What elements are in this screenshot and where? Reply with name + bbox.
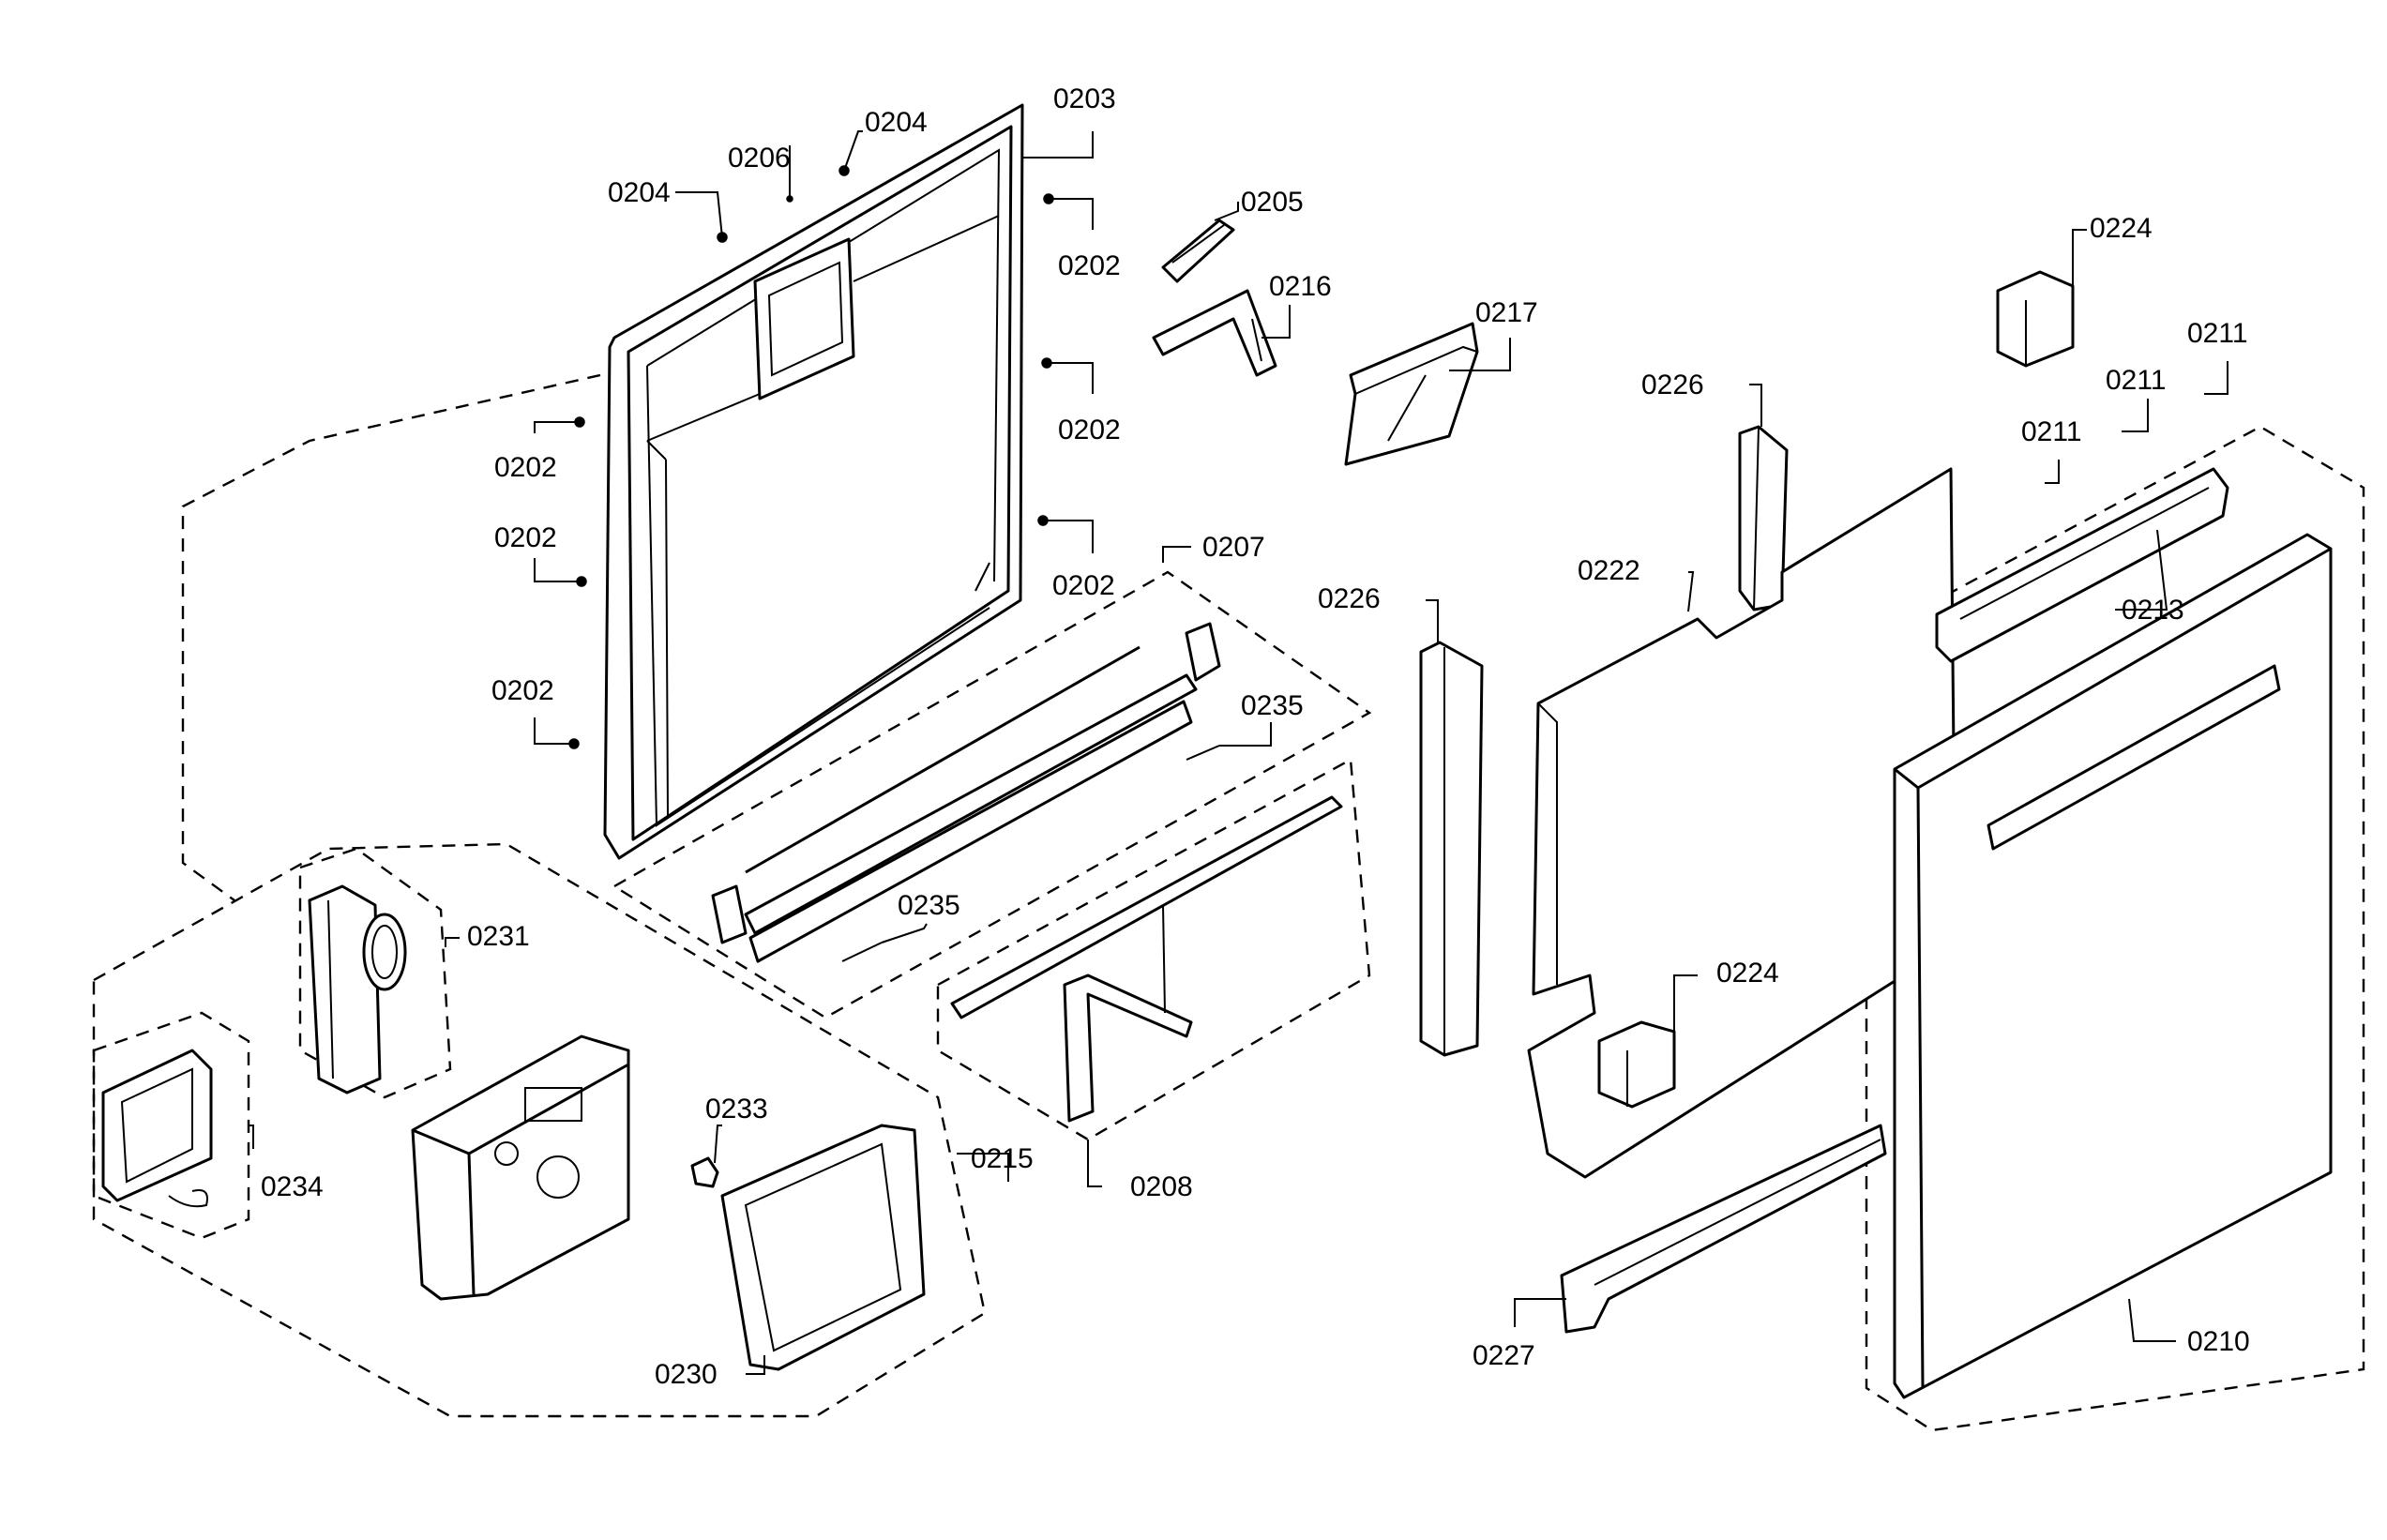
label-0217: 0217 — [1475, 297, 1538, 328]
post-0226-bottom — [1419, 641, 1484, 1057]
dashed-outline-0234 — [92, 1011, 250, 1240]
label-0224: 0224 — [1716, 958, 1779, 989]
part-0222-panel — [1527, 467, 1957, 1179]
label-0205: 0205 — [1241, 187, 1304, 218]
label-0234: 0234 — [261, 1171, 324, 1202]
part-0208-bracket — [1063, 974, 1193, 1123]
dashed-outline-0210 — [1865, 425, 2365, 1432]
leader-lines — [249, 130, 2228, 1375]
dashed-outline-inner-door — [181, 373, 601, 901]
part-labels: 0203 0204 0206 0204 0205 0216 0217 0224 … — [261, 83, 2250, 1390]
hinge-parts — [1152, 219, 1277, 377]
label-0202: 0202 — [1052, 570, 1115, 601]
block-0224-top — [1996, 270, 2075, 368]
label-0213: 0213 — [2122, 595, 2184, 626]
label-0202: 0202 — [494, 452, 557, 483]
label-0227: 0227 — [1473, 1340, 1535, 1371]
label-0202: 0202 — [494, 522, 557, 553]
label-0211: 0211 — [2106, 365, 2167, 396]
inner-liner-window — [753, 237, 855, 400]
label-0202: 0202 — [491, 675, 554, 706]
label-0207: 0207 — [1202, 532, 1265, 563]
label-0202: 0202 — [1058, 415, 1121, 445]
label-0203: 0203 — [1053, 83, 1116, 114]
dashed-outline-0215 — [92, 842, 987, 1418]
label-0235: 0235 — [1241, 690, 1304, 721]
part-0208 — [950, 795, 1343, 1123]
dashed-group-outlines — [92, 373, 2365, 1432]
inner-liner-rim — [627, 125, 1013, 841]
part-0226-posts — [1419, 425, 1789, 1057]
label-0202: 0202 — [1058, 250, 1121, 281]
label-0210: 0210 — [2187, 1326, 2250, 1357]
part-0217 — [1344, 322, 1479, 466]
control-module — [411, 1034, 630, 1301]
label-0216: 0216 — [1269, 271, 1332, 302]
label-0233: 0233 — [705, 1094, 768, 1125]
inner-liner-outer — [603, 103, 1024, 860]
label-0222: 0222 — [1578, 555, 1640, 586]
label-0211: 0211 — [2187, 318, 2248, 349]
label-0231: 0231 — [467, 921, 530, 952]
dashed-outline-0208 — [936, 758, 1371, 1141]
post-0226-top — [1738, 425, 1789, 611]
part-0230-gasket — [720, 1124, 926, 1371]
part-0207-clip-left — [711, 884, 748, 944]
label-0230: 0230 — [655, 1359, 718, 1390]
door-handle-slot — [1987, 664, 2281, 851]
part-0210-outer-door — [1893, 533, 2333, 1399]
label-0211: 0211 — [2021, 416, 2082, 447]
part-0207-clip-right — [1185, 622, 1221, 682]
label-0224: 0224 — [2090, 213, 2153, 244]
inner-door-liner-0203 — [603, 103, 1024, 860]
part-0216 — [1152, 289, 1277, 377]
label-0215: 0215 — [971, 1143, 1034, 1174]
dashed-outline-0231 — [298, 847, 452, 1099]
label-0226: 0226 — [1318, 583, 1381, 614]
part-0227-trim — [1560, 1124, 1887, 1334]
part-0231 — [308, 884, 407, 1095]
part-0205 — [1161, 219, 1235, 283]
part-0207-rail — [711, 622, 1221, 963]
block-0224-bottom — [1597, 1020, 1676, 1109]
label-0206: 0206 — [728, 143, 791, 174]
part-0233 — [690, 1156, 719, 1188]
dashed-outline-0207 — [612, 570, 1372, 1019]
label-0208: 0208 — [1130, 1171, 1193, 1202]
part-0224-blocks — [1597, 270, 2075, 1109]
spring-0234 — [168, 1189, 208, 1208]
part-0234 — [101, 1049, 213, 1208]
screws — [568, 165, 1054, 749]
label-0204: 0204 — [608, 177, 671, 208]
part-0213-handle — [1935, 467, 2229, 663]
label-0235: 0235 — [898, 890, 960, 921]
label-0204: 0204 — [865, 107, 928, 138]
label-0226: 0226 — [1641, 370, 1704, 400]
ring-0231 — [362, 913, 407, 991]
